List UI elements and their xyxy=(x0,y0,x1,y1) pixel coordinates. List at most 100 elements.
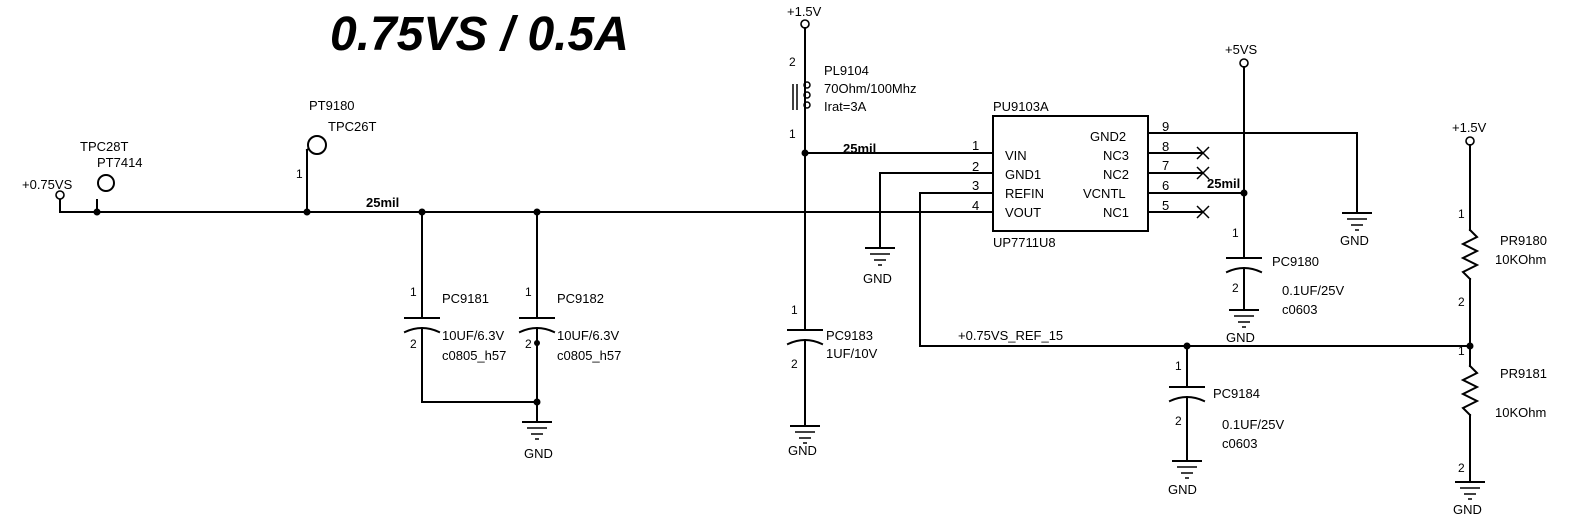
junction-cap-gnd xyxy=(533,398,541,406)
junction-vcntl xyxy=(1240,189,1248,197)
pc9181-package: c0805_h57 xyxy=(442,348,506,363)
pc9184-pin2: 2 xyxy=(1175,414,1182,428)
pc9180-pin1: 1 xyxy=(1232,226,1239,240)
nc-pins xyxy=(1147,146,1210,219)
pr9181-ref: PR9181 xyxy=(1500,366,1547,381)
pc9182-ref: PC9182 xyxy=(557,291,604,306)
pr9180-pin1: 1 xyxy=(1458,207,1465,221)
pc9180-pin2: 2 xyxy=(1232,281,1239,295)
inductor-pl9104 xyxy=(792,79,811,115)
pc9183-pin2: 2 xyxy=(791,357,798,371)
ic-pin-nc1-name: NC1 xyxy=(1103,205,1129,220)
junction-vin xyxy=(801,149,809,157)
testpoint-pin-number: 1 xyxy=(296,167,303,181)
pc9180-value: 0.1UF/25V xyxy=(1282,283,1344,298)
pc9184-ref: PC9184 xyxy=(1213,386,1260,401)
testpoint-pt7414-label: PT7414 xyxy=(97,155,143,170)
rail-15v-top-port xyxy=(800,19,810,29)
trace-width-vcntl: 25mil xyxy=(1207,176,1240,191)
gnd-label-pc9183: GND xyxy=(788,443,817,458)
rail-15v-right-port xyxy=(1465,136,1475,146)
pl9104-value: 70Ohm/100Mhz xyxy=(824,81,917,96)
gnd-label-pr9181: GND xyxy=(1453,502,1482,517)
pr9180-pin2: 2 xyxy=(1458,295,1465,309)
pl9104-rating: Irat=3A xyxy=(824,99,867,114)
rail-15v-right-label: +1.5V xyxy=(1452,120,1487,135)
gnd-label-ic-gnd1: GND xyxy=(863,271,892,286)
capacitor-pc9181 xyxy=(403,211,441,403)
pc9184-package: c0603 xyxy=(1222,436,1257,451)
testpoint-pt9180 xyxy=(307,135,327,155)
net-ref-label: +0.75VS_REF_15 xyxy=(958,328,1063,343)
ic-pin-1-num: 1 xyxy=(972,138,979,153)
testpoint-tpc26t-label: TPC26T xyxy=(328,119,376,134)
refin-net xyxy=(919,192,1471,347)
pc9183-pin1: 1 xyxy=(791,303,798,317)
ic-pin-gnd2-name: GND2 xyxy=(1090,129,1126,144)
capacitor-pc9182 xyxy=(518,211,556,423)
pr9181-pin1: 1 xyxy=(1458,344,1465,358)
pr9180-value: 10KOhm xyxy=(1495,252,1546,267)
gnd1-net xyxy=(865,172,994,266)
ic-pin-5-num: 5 xyxy=(1162,198,1169,213)
gnd-label-ic-gnd2: GND xyxy=(1340,233,1369,248)
ic-pin-7-num: 7 xyxy=(1162,158,1169,173)
pc9182-value: 10UF/6.3V xyxy=(557,328,619,343)
pc9182-package: c0805_h57 xyxy=(557,348,621,363)
ic-pin-vout-name: VOUT xyxy=(1005,205,1041,220)
pc9183-ref: PC9183 xyxy=(826,328,873,343)
ic-pin-2-num: 2 xyxy=(972,159,979,174)
gnd-label-caps: GND xyxy=(524,446,553,461)
pc9184-value: 0.1UF/25V xyxy=(1222,417,1284,432)
pc9180-ref: PC9180 xyxy=(1272,254,1319,269)
junction-pt9180 xyxy=(303,208,311,216)
ic-pin-gnd1-name: GND1 xyxy=(1005,167,1041,182)
ic-pin-4-num: 4 xyxy=(972,198,979,213)
pc9183-value: 1UF/10V xyxy=(826,346,878,361)
pc9184-pin1: 1 xyxy=(1175,359,1182,373)
junction-pc9181 xyxy=(418,208,426,216)
gnd-symbol-pc9183 xyxy=(790,425,820,444)
ic-pin-nc3-name: NC3 xyxy=(1103,148,1129,163)
gnd-label-pc9180: GND xyxy=(1226,330,1255,345)
ic-pin-9-num: 9 xyxy=(1162,119,1169,134)
pl9104-pin2: 2 xyxy=(789,55,796,69)
pc9181-value: 10UF/6.3V xyxy=(442,328,504,343)
ic-ref: PU9103A xyxy=(993,99,1049,114)
resistor-pr9181 xyxy=(1455,345,1485,500)
ic-pin-8-num: 8 xyxy=(1162,139,1169,154)
rail-15v-top-label: +1.5V xyxy=(787,4,822,19)
junction-pc9182 xyxy=(533,208,541,216)
junction-tp-left xyxy=(93,208,101,216)
pc9181-pin2: 2 xyxy=(410,337,417,351)
pl9104-ref: PL9104 xyxy=(824,63,869,78)
capacitor-pc9183 xyxy=(786,329,824,427)
schematic-title: 0.75VS / 0.5A xyxy=(330,8,629,61)
pc9181-pin1: 1 xyxy=(410,285,417,299)
ic-pin-nc2-name: NC2 xyxy=(1103,167,1129,182)
ic-pin-vin-name: VIN xyxy=(1005,148,1027,163)
pr9180-ref: PR9180 xyxy=(1500,233,1547,248)
gnd-label-pc9184: GND xyxy=(1168,482,1197,497)
ic-pin-3-num: 3 xyxy=(972,178,979,193)
resistor-pr9180 xyxy=(1460,144,1480,347)
testpoint-pt9180-label: PT9180 xyxy=(309,98,355,113)
trace-width-vin: 25mil xyxy=(843,141,876,156)
pl9104-pin1: 1 xyxy=(789,127,796,141)
pr9181-value: 10KOhm xyxy=(1495,405,1546,420)
rail-075vs-in-label: +0.75VS xyxy=(22,177,73,192)
rail-5vs-label: +5VS xyxy=(1225,42,1257,57)
testpoint-tpc28t-label: TPC28T xyxy=(80,139,128,154)
gnd2-net xyxy=(1147,132,1372,231)
pc9180-package: c0603 xyxy=(1282,302,1317,317)
ic-pin-refin-name: REFIN xyxy=(1005,186,1044,201)
trace-width-left: 25mil xyxy=(366,195,399,210)
pc9182-pin1: 1 xyxy=(525,285,532,299)
rail-075vs-in-port xyxy=(55,190,65,200)
junction-pc9182-mid xyxy=(534,340,540,346)
pr9181-pin2: 2 xyxy=(1458,461,1465,475)
ic-pin-vcntl-name: VCNTL xyxy=(1083,186,1126,201)
capacitor-pc9184 xyxy=(1168,345,1206,479)
